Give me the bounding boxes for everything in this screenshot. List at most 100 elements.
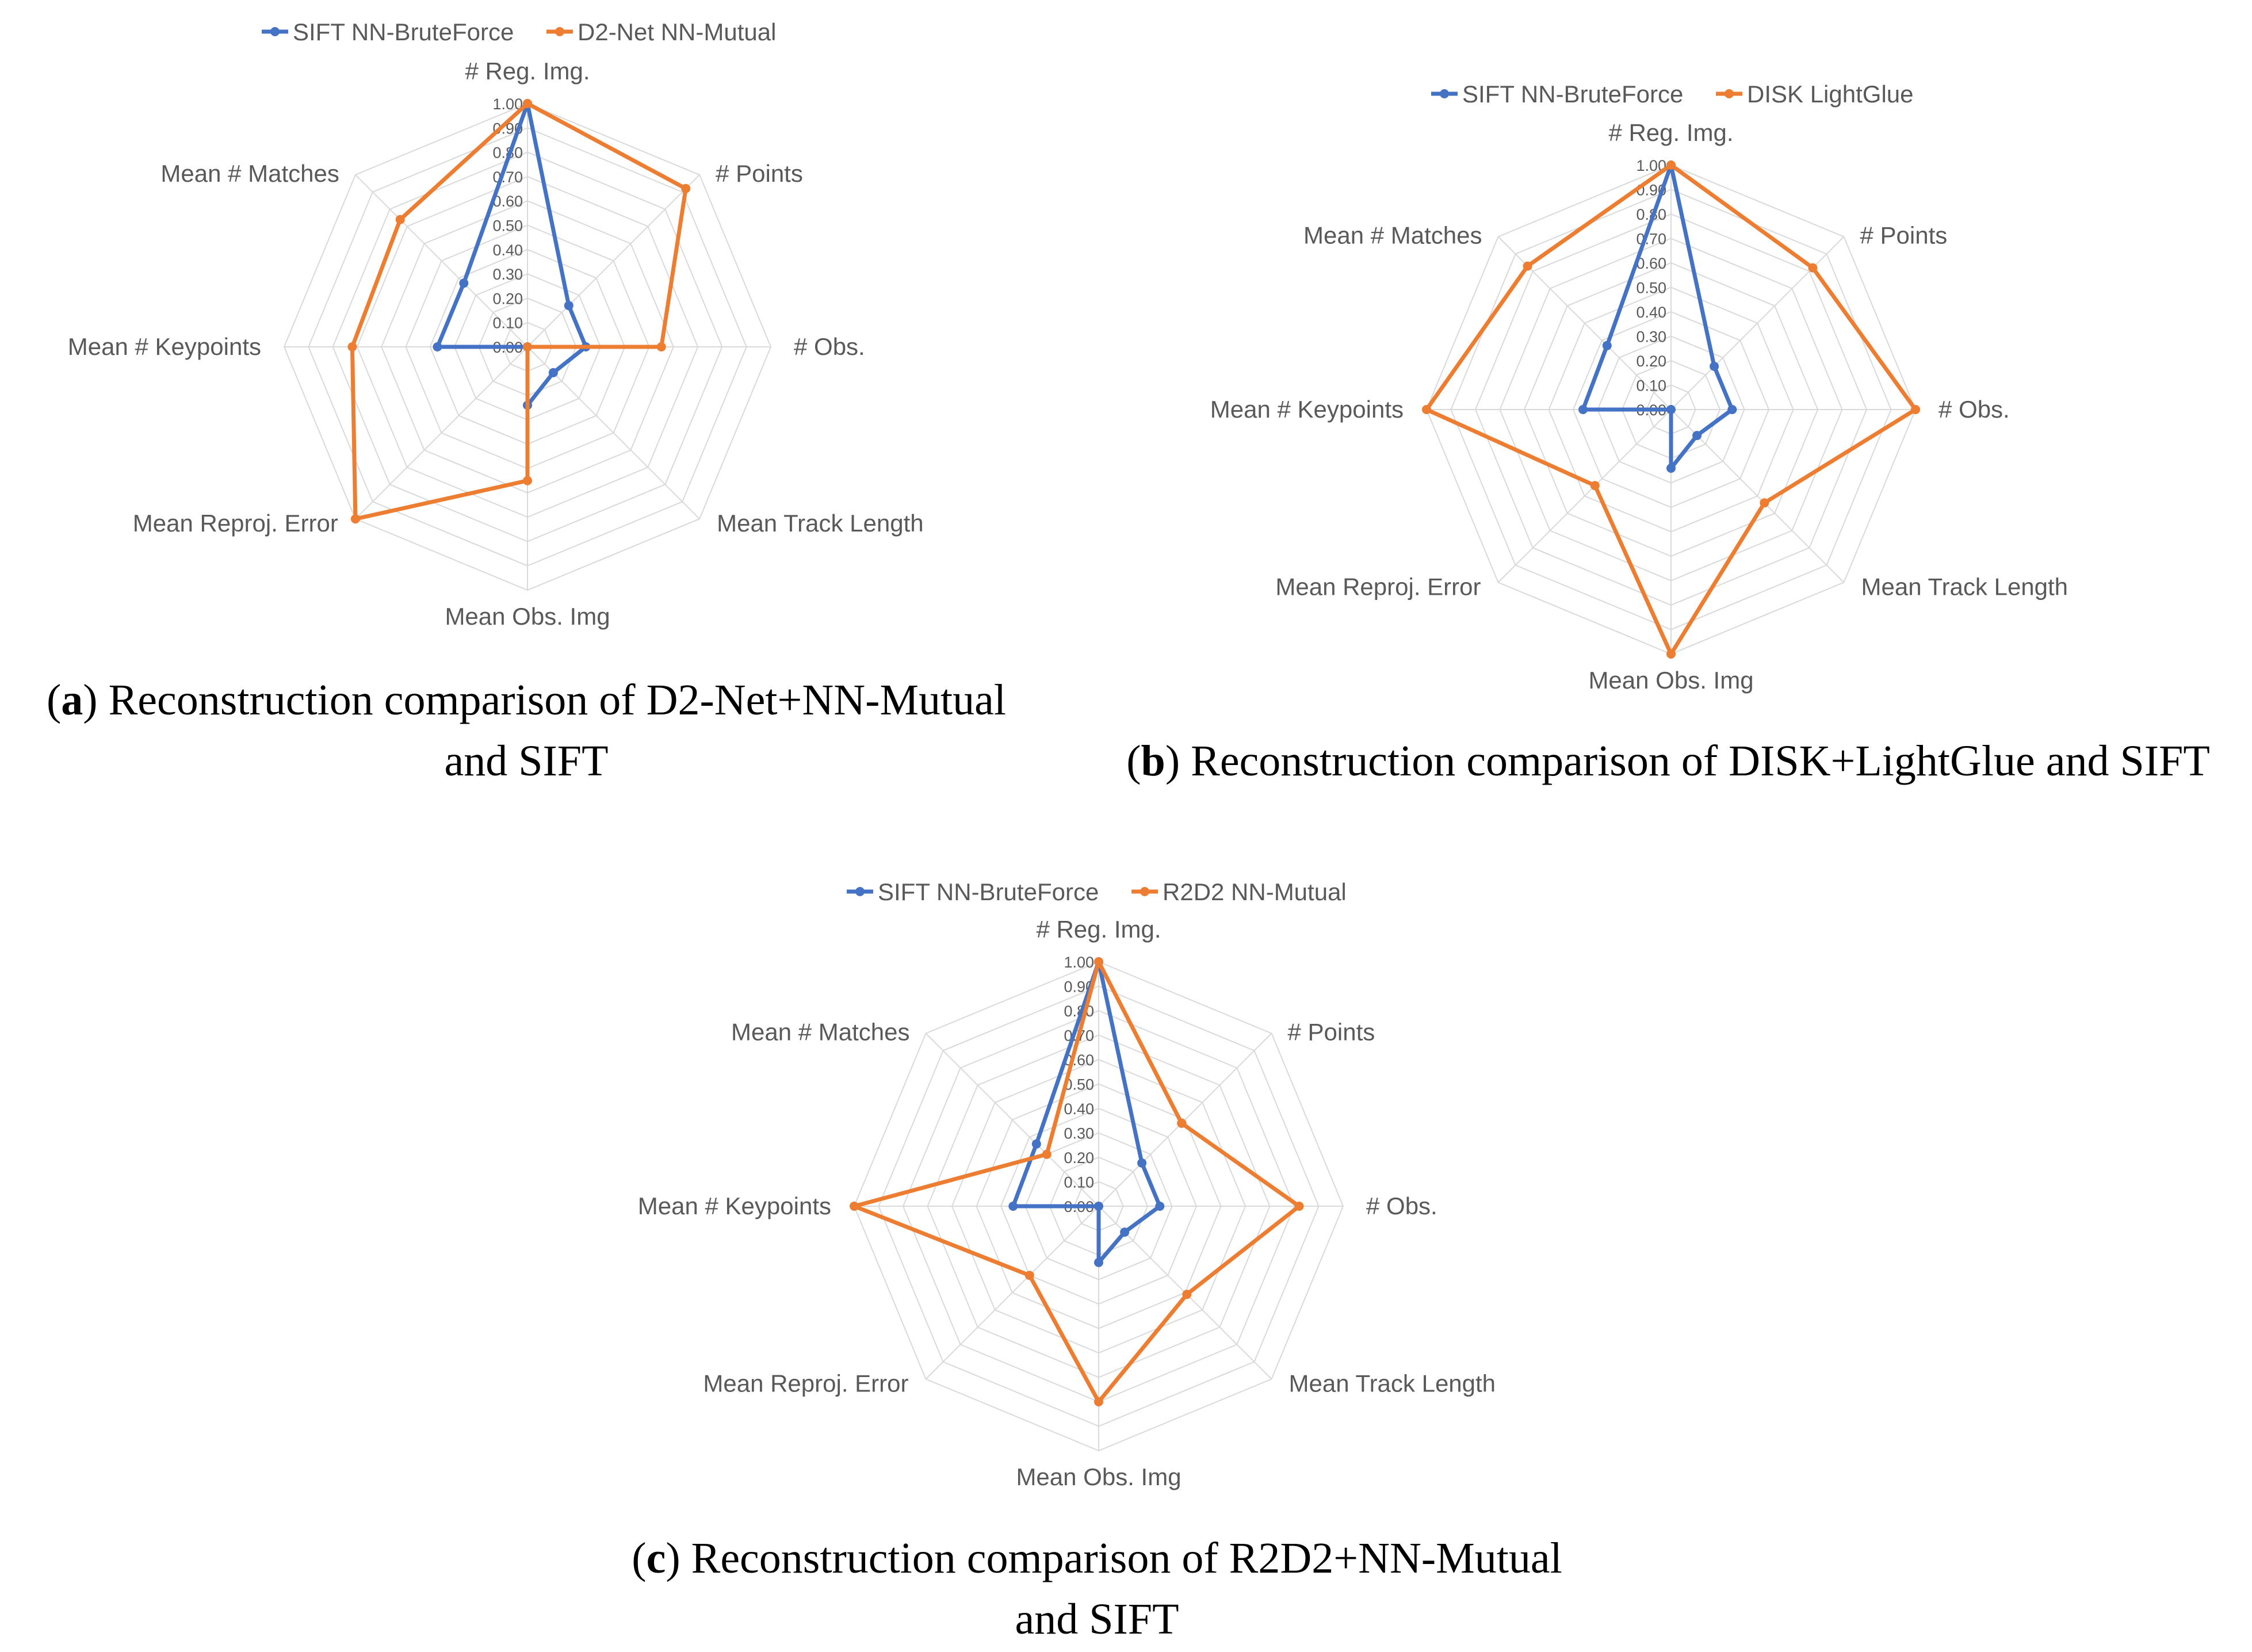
data-point [1182,1290,1192,1299]
data-point [523,99,532,108]
tick-label: 0.10 [1636,377,1666,395]
data-point [656,342,666,351]
data-point [1666,405,1676,414]
axis-label-mean-keypoints: Mean # Keypoints [1210,396,1404,423]
caption-c-line2: and SIFT [1015,1595,1179,1643]
data-point [1094,1397,1103,1406]
data-point [1727,405,1737,414]
legend-swatch-dot [1725,89,1734,98]
data-point [1710,361,1719,371]
data-point [1031,1139,1041,1149]
legend-item: SIFT NN-BruteForce [1431,81,1683,108]
series-disk-lightglue [1422,160,1920,659]
axis-label-mean-track-length: Mean Track Length [1861,573,2069,601]
data-point [1042,1149,1052,1159]
tick-label: 0.40 [1636,304,1666,321]
tick-label: 0.40 [1064,1100,1094,1118]
tick-label: 0.20 [1636,353,1666,370]
data-point [1155,1202,1165,1211]
caption-b-letter: b [1141,737,1165,785]
axis-label-reg-img: # Reg. Img. [1036,916,1161,943]
data-point [433,342,442,351]
data-point [1094,957,1103,966]
data-point [1024,1271,1034,1280]
grid-spoke [527,174,700,347]
tick-label: 0.20 [492,290,523,307]
axis-label-mean-matches: Mean # Matches [731,1019,910,1046]
legend: SIFT NN-BruteForce D2-Net NN-Mutual [262,18,776,45]
legend-swatch-dot [1140,887,1149,896]
legend-label: SIFT NN-BruteForce [1462,81,1683,108]
legend-label: DISK LightGlue [1747,81,1914,108]
caption-c-line1: (c) Reconstruction comparison of R2D2+NN… [632,1534,1562,1582]
axis-label-obs: # Obs. [1939,396,2010,423]
legend-label: SIFT NN-BruteForce [878,878,1099,905]
axis-label-mean-keypoints: Mean # Keypoints [68,333,261,360]
legend-swatch-dot [855,887,865,896]
data-point [350,514,360,524]
tick-label: 0.40 [492,242,523,259]
data-point [681,183,691,193]
tick-label: 0.30 [492,266,523,283]
data-point [1094,1202,1103,1211]
caption-a-letter: a [61,676,83,724]
data-point [523,476,532,485]
series-d2-net-nn-mutual [347,99,691,524]
data-point [1094,1257,1103,1267]
legend: SIFT NN-BruteForce R2D2 NN-Mutual [847,878,1347,905]
data-point [1911,405,1920,414]
legend-item: R2D2 NN-Mutual [1131,878,1347,905]
data-point [1422,405,1431,414]
tick-label: 0.10 [1064,1174,1094,1191]
tick-label: 0.60 [492,193,523,210]
data-point [1294,1202,1304,1211]
axis-label-points: # Points [716,160,803,187]
caption-c-text: ) Reconstruction comparison of R2D2+NN-M… [666,1534,1562,1582]
data-point [347,342,357,351]
data-point [1590,481,1600,491]
legend-label: SIFT NN-BruteForce [293,18,514,45]
axis-label-mean-obs-img: Mean Obs. Img [445,603,610,630]
grid-spoke [355,346,528,519]
caption-a-line2: and SIFT [445,737,609,785]
data-point [1666,160,1676,170]
axis-label-reg-img: # Reg. Img. [1608,119,1733,146]
axis-label-mean-matches: Mean # Matches [160,160,339,187]
axis-label-points: # Points [1860,222,1948,249]
data-point [523,342,532,351]
legend-swatch-dot [1440,89,1449,98]
axis-label-mean-reproj-error: Mean Reproj. Error [1275,573,1481,601]
series-r2d2-nn-mutual [850,957,1304,1406]
legend-label: D2-Net NN-Mutual [578,18,776,45]
axis-label-mean-obs-img: Mean Obs. Img [1588,667,1753,694]
tick-label: 1.00 [1064,954,1094,971]
axis-label-reg-img: # Reg. Img. [465,58,590,85]
tick-label: 0.50 [1636,280,1666,297]
caption-b-line1: (b) Reconstruction comparison of DISK+Li… [1126,737,2210,785]
tick-label: 0.50 [492,217,523,235]
data-point [1137,1158,1147,1168]
radar-chart-c: 0.000.100.200.300.400.500.600.700.800.90… [638,878,1496,1490]
grid-spoke [1098,1032,1272,1207]
axis-label-mean-track-length: Mean Track Length [1289,1370,1496,1397]
axis-label-mean-matches: Mean # Matches [1303,222,1482,249]
data-point [564,301,573,311]
legend-item: D2-Net NN-Mutual [546,18,776,45]
tick-label: 0.30 [1636,328,1666,346]
grid-spoke [1497,409,1672,583]
data-point [459,278,469,288]
data-point [1008,1202,1018,1211]
legend-swatch-dot [270,27,280,36]
axis-label-mean-obs-img: Mean Obs. Img [1016,1463,1181,1490]
data-point [1523,261,1532,271]
caption-b-text: ) Reconstruction comparison of DISK+Ligh… [1165,737,2210,785]
data-point [1808,263,1818,273]
data-point [1666,649,1676,659]
axis-label-mean-track-length: Mean Track Length [717,510,924,537]
caption-a-line1: (a) Reconstruction comparison of D2-Net+… [47,676,1006,724]
data-point [548,368,558,377]
tick-label: 0.60 [1636,255,1666,272]
data-point [1578,405,1588,414]
axis-label-points: # Points [1288,1019,1375,1046]
data-point [850,1202,859,1211]
